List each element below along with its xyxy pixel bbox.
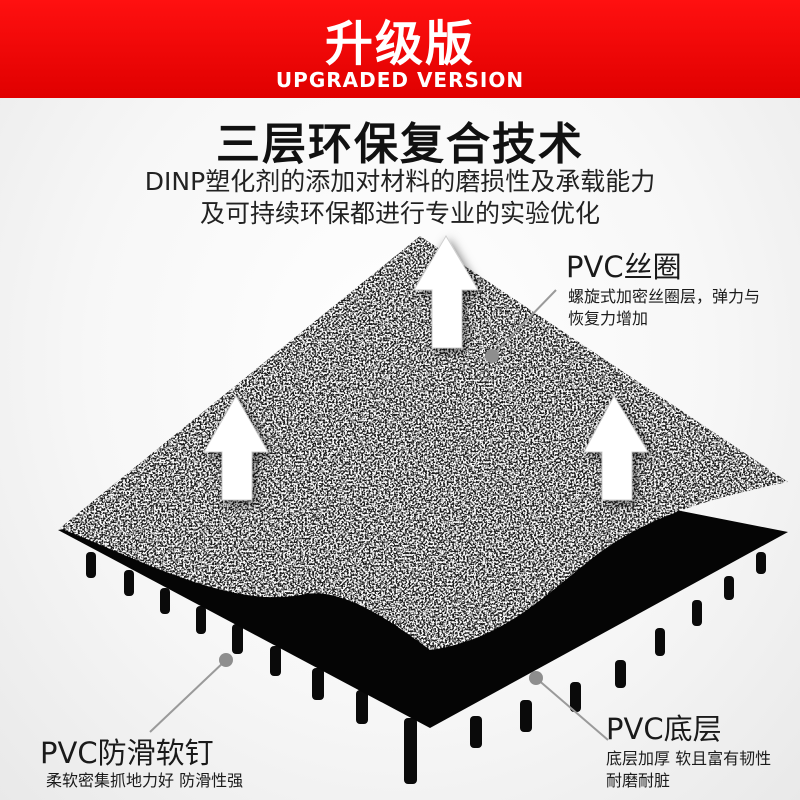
header-banner: 升级版 UPGRADED VERSION [0, 0, 800, 98]
studs-layer-title: PVC防滑软钉 [40, 736, 214, 770]
coil-layer [60, 236, 788, 650]
headline: 三层环保复合技术 [216, 119, 584, 170]
pointer-lines [149, 289, 609, 741]
base-layer-desc-1: 底层加厚 软且富有韧性 [606, 749, 772, 768]
banner-title: 升级版 [324, 16, 475, 72]
coil-layer-title: PVC丝圈 [566, 250, 682, 284]
coil-layer-desc-1: 螺旋式加密丝圈层，弹力与 [568, 287, 761, 306]
up-arrow-icon [413, 235, 479, 349]
pointer-dot-icon [529, 671, 543, 685]
studs-layer-desc: 柔软密集抓地力好 防滑性强 [46, 771, 244, 790]
base-layer-desc-2: 耐磨耐脏 [606, 771, 671, 790]
pointer-dot-icon [219, 653, 233, 667]
pointer-dot-icon [485, 349, 499, 363]
up-arrow-icon [203, 394, 269, 501]
up-arrow-icon [583, 394, 649, 501]
anti-slip-studs [86, 552, 766, 784]
base-layer-title: PVC底层 [606, 712, 722, 746]
coil-layer-desc-2: 恢复力增加 [568, 309, 649, 328]
banner-subtitle: UPGRADED VERSION [275, 68, 525, 92]
intro-line-2: 及可持续环保都进行专业的实验优化 [199, 199, 600, 228]
intro-line-1: DINP塑化剂的添加对材料的磨损性及承载能力 [144, 167, 656, 196]
